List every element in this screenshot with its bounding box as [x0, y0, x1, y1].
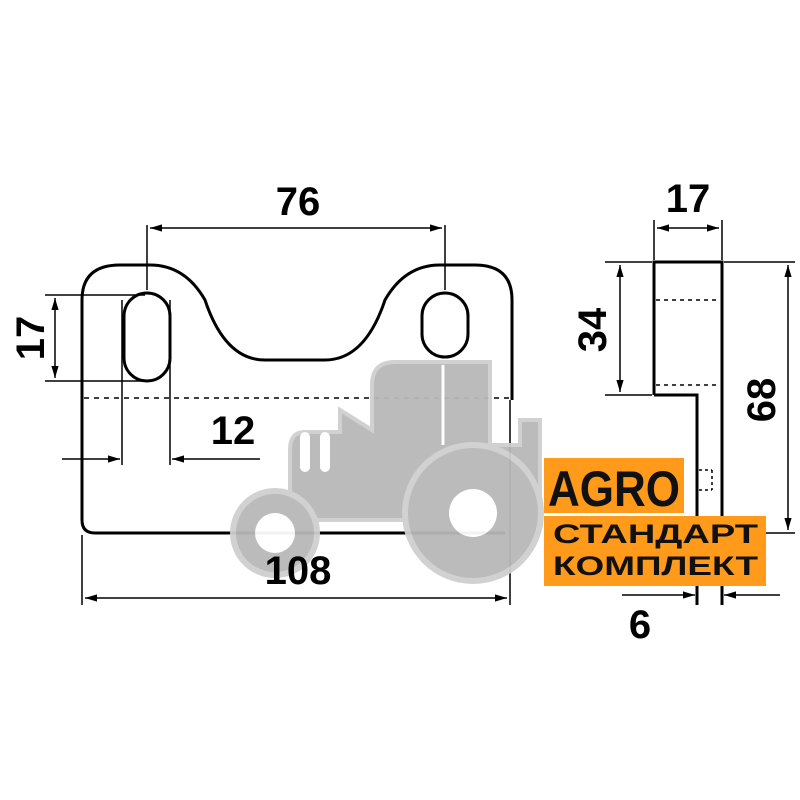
- plate-outline: [80, 263, 514, 535]
- dim-34: 34: [571, 307, 615, 352]
- left-slot: [122, 291, 172, 383]
- dim-17-thickness: 17: [666, 177, 711, 221]
- logo-line1: СТАНДАРТ: [553, 519, 759, 549]
- dim-76: 76: [276, 180, 321, 224]
- dim-68: 68: [740, 378, 784, 423]
- dim-12: 12: [211, 409, 256, 453]
- dim-6: 6: [629, 603, 651, 647]
- agro-logo: AGRO СТАНДАРТ КОМПЛЕКТ: [544, 458, 766, 586]
- dim-108: 108: [265, 549, 332, 593]
- dim-17-slot: 17: [9, 316, 53, 361]
- tractor-watermark-icon: [230, 360, 544, 584]
- right-slot: [420, 291, 470, 359]
- logo-brand: AGRO: [548, 461, 680, 517]
- logo-line2: КОМПЛЕКТ: [553, 551, 759, 581]
